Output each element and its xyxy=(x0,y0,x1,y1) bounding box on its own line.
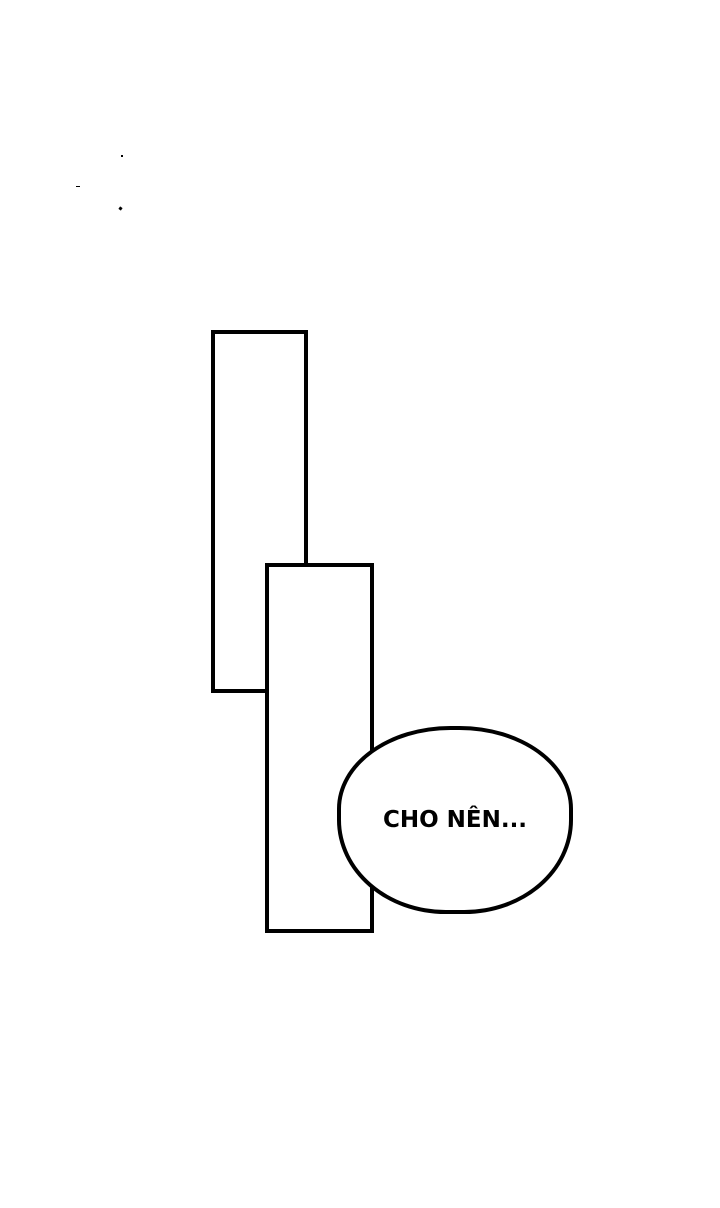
speech-bubble: CHO NÊN... xyxy=(337,726,573,914)
empty-panel-upper xyxy=(211,330,308,693)
ink-speck xyxy=(76,186,80,187)
ink-speck xyxy=(121,155,123,157)
empty-panel-lower xyxy=(265,563,374,933)
ink-speck xyxy=(118,206,123,211)
speech-bubble-text: CHO NÊN... xyxy=(382,807,528,833)
